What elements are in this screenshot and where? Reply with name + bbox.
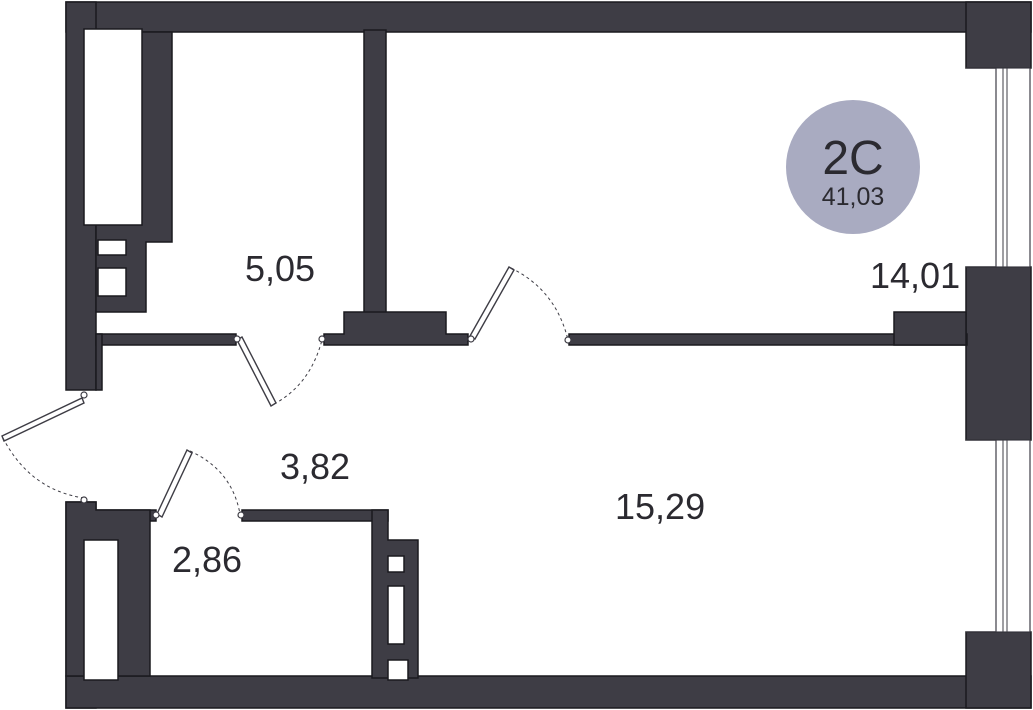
area-room: 14,01 bbox=[870, 255, 960, 296]
door-bathroom-leaf bbox=[156, 449, 193, 518]
apartment-badge: 2С 41,03 bbox=[786, 100, 920, 234]
partition-storage-left bbox=[95, 333, 237, 346]
bathroom-walls bbox=[65, 501, 419, 681]
area-hallway: 3,82 bbox=[280, 446, 350, 487]
window-room bbox=[966, 67, 1031, 268]
wall-right-bottom bbox=[965, 631, 1032, 709]
door-storage-swing bbox=[273, 339, 323, 405]
door-room-hinge bbox=[467, 335, 475, 343]
door-room-leaf bbox=[469, 266, 515, 340]
badge-circle bbox=[786, 100, 920, 234]
door-bathroom-hinge bbox=[152, 511, 160, 519]
window-kitchen-frame bbox=[995, 439, 1031, 633]
storage-room-partition bbox=[323, 29, 469, 346]
door-entrance-leaf bbox=[1, 397, 85, 442]
door-room bbox=[467, 266, 572, 344]
bath-shaft-square bbox=[387, 659, 409, 681]
door-bathroom-jamb bbox=[237, 511, 245, 519]
wall-right-middle bbox=[965, 266, 1032, 441]
bathroom-cabinet bbox=[83, 539, 119, 681]
wall-right-top bbox=[965, 1, 1032, 69]
wall-bottom bbox=[65, 675, 1032, 709]
bath-shaft-long bbox=[387, 585, 405, 645]
area-kitchen-living: 15,29 bbox=[615, 486, 705, 527]
partition-vertical bbox=[363, 29, 387, 316]
door-storage-leaf bbox=[236, 336, 277, 407]
door-entrance bbox=[1, 391, 88, 504]
wall-left-door-jamb bbox=[95, 333, 103, 391]
vent-shaft-square bbox=[97, 267, 127, 297]
door-entrance-hinge bbox=[80, 391, 88, 399]
door-storage-hinge bbox=[233, 335, 241, 343]
window-kitchen bbox=[966, 439, 1031, 633]
door-storage bbox=[233, 335, 326, 407]
door-room-jamb bbox=[564, 336, 572, 344]
area-bathroom: 2,86 bbox=[172, 539, 242, 580]
door-room-swing bbox=[510, 267, 569, 341]
vent-shaft-small bbox=[97, 239, 127, 256]
wall-right-pier bbox=[893, 311, 967, 346]
storage-cabinet bbox=[83, 28, 143, 226]
apartment-type: 2С bbox=[822, 132, 883, 185]
door-bathroom bbox=[152, 449, 245, 519]
door-entrance-swing bbox=[2, 437, 85, 499]
bath-shaft-small bbox=[387, 555, 405, 573]
partition-base bbox=[323, 311, 469, 346]
left-shaft-block bbox=[83, 28, 173, 313]
area-storage: 5,05 bbox=[245, 248, 315, 289]
door-storage-jamb bbox=[318, 335, 326, 343]
apartment-total-area: 41,03 bbox=[822, 183, 885, 211]
wall-top bbox=[65, 1, 1032, 33]
door-entrance-jamb bbox=[80, 496, 88, 504]
bathroom-wall-top-right bbox=[241, 509, 389, 522]
outer-walls bbox=[65, 1, 1032, 709]
door-bathroom-swing bbox=[189, 450, 241, 515]
window-room-frame bbox=[995, 67, 1031, 268]
